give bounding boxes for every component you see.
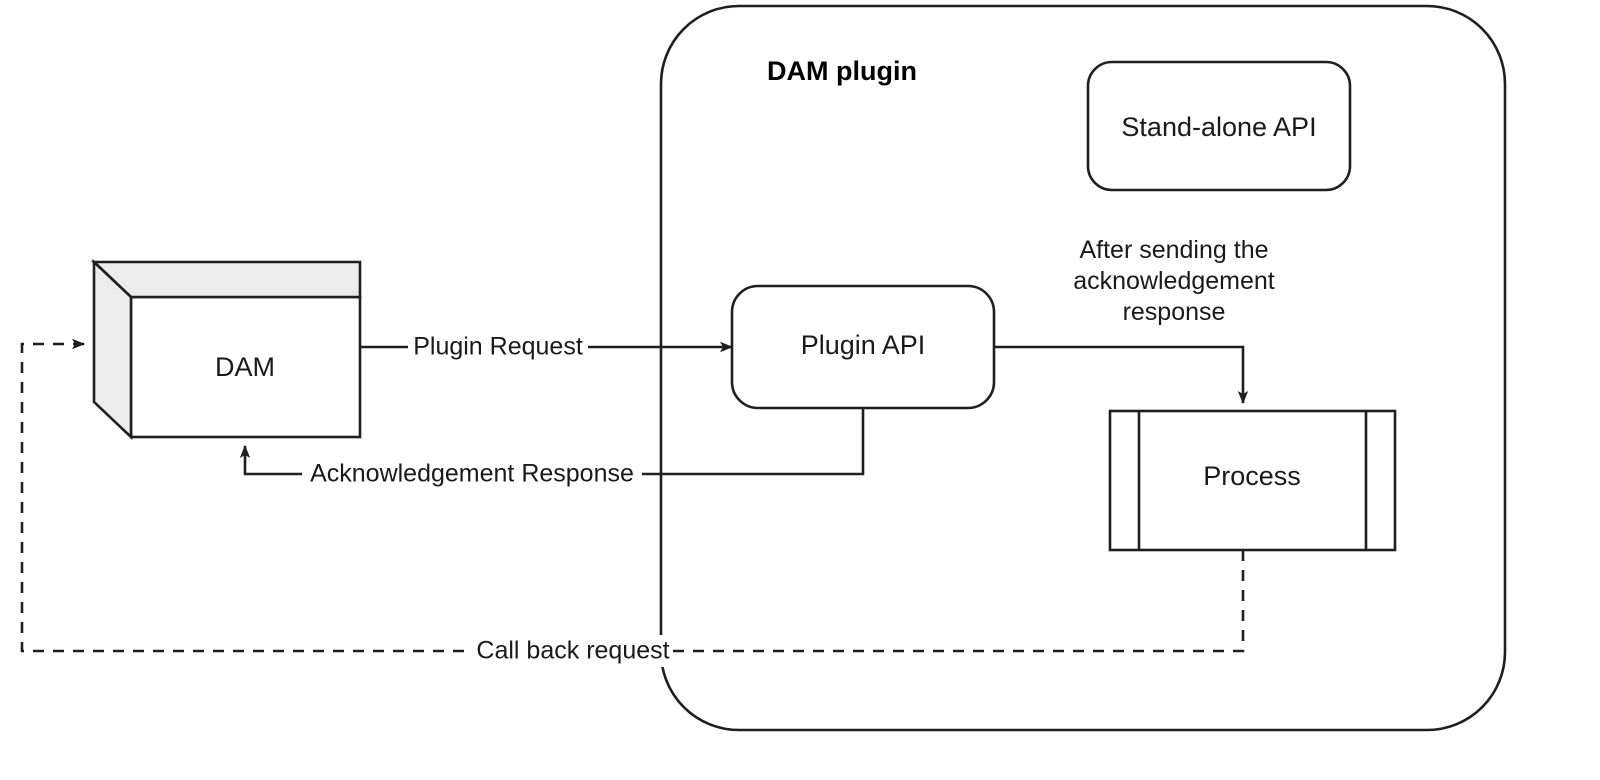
node-plugin-api[interactable]: Plugin API [730,284,996,410]
acknowledgement-response-label: Acknowledgement Response [310,460,634,488]
call-back-request-label: Call back request [476,637,669,665]
call-back-request-line [20,338,1245,653]
plugin-api-label: Plugin API [801,330,926,360]
edge-acknowledgement-response[interactable]: Acknowledgement Response [239,408,865,490]
after-sending-note-line-1: After sending the [1079,236,1268,264]
stand-alone-api-label: Stand-alone API [1121,112,1316,142]
call-back-request-label-bg [473,635,673,667]
process-label: Process [1203,461,1301,491]
dam-cube-left-face [92,258,133,441]
acknowledgement-response-label-bg [302,458,642,490]
plugin-request-label: Plugin Request [413,333,583,361]
edge-plugin-request[interactable]: Plugin Request [360,331,733,363]
dam-cube-top-face [90,260,362,299]
process-box [1108,409,1397,552]
node-stand-alone-api[interactable]: Stand-alone API [1086,60,1352,192]
edge-plugin-api-to-process[interactable] [994,345,1249,404]
dam-plugin-container-outline [659,4,1507,732]
node-process[interactable]: Process [1108,409,1397,552]
note-after-sending: After sending the acknowledgement respon… [1073,236,1275,326]
plugin-request-label-bg [408,331,588,363]
after-sending-note-line-2: acknowledgement [1073,267,1275,295]
edge-call-back-request[interactable]: Call back request [20,338,1245,667]
dam-label: DAM [215,352,275,382]
node-dam[interactable]: DAM [90,258,362,441]
after-sending-note-line-3: response [1123,298,1226,326]
dam-plugin-container[interactable]: DAM plugin [659,4,1507,732]
dam-plugin-container-title: DAM plugin [767,56,917,86]
stand-alone-api-box [1086,60,1352,192]
plugin-api-to-process-line [994,345,1249,404]
